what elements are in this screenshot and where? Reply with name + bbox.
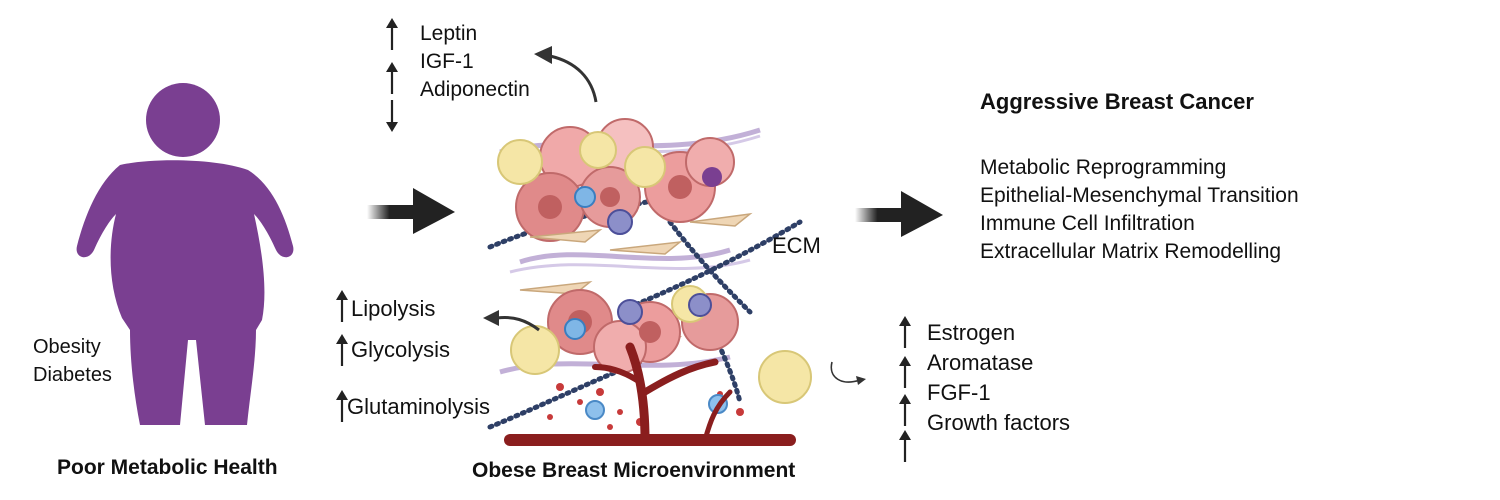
- curved-arrow-icon: [483, 310, 540, 332]
- ecm-label: ECM: [772, 233, 821, 258]
- condition-diabetes: Diabetes: [33, 364, 112, 386]
- up-arrow-icon: [336, 290, 348, 322]
- factor-fgf1: FGF-1: [927, 380, 991, 405]
- metabolic-glycolysis: Glycolysis: [351, 337, 451, 362]
- top-factors-list: Leptin IGF-1 Adiponectin: [420, 20, 530, 104]
- factor-aromatase: Aromatase: [927, 350, 1034, 375]
- tumor-cells: [515, 118, 735, 242]
- outcome-feature: Immune Cell Infiltration: [980, 212, 1195, 235]
- outcome-feature: Metabolic Reprogramming: [980, 156, 1227, 179]
- adipocytes: [497, 131, 666, 188]
- factor-growth-factors: Growth factors: [927, 410, 1071, 435]
- flow-arrow-icon: [855, 191, 943, 237]
- ecm-fibers: [487, 194, 803, 430]
- person-silhouette-icon: [76, 83, 294, 425]
- microenvironment-illustration: [487, 118, 812, 446]
- outcome-feature: Epithelial-Mesenchymal Transition: [980, 184, 1299, 207]
- metabolic-lipolysis: Lipolysis: [351, 296, 436, 321]
- up-arrow-icon: [336, 334, 348, 366]
- up-arrow-icon: [899, 394, 911, 426]
- up-arrow-icon: [386, 62, 398, 94]
- right-factors-list: Estrogen Aromatase FGF-1 Growth factors: [927, 318, 1070, 438]
- person-caption: Poor Metabolic Health: [57, 456, 278, 479]
- up-arrow-icon: [336, 390, 348, 422]
- up-arrow-icon: [899, 316, 911, 348]
- curved-arrow-icon: [534, 46, 598, 103]
- microenvironment-caption: Obese Breast Microenvironment: [472, 459, 796, 482]
- factor-adiponectin: Adiponectin: [420, 78, 530, 101]
- factor-igf1: IGF-1: [420, 50, 474, 73]
- up-arrow-icon: [899, 356, 911, 388]
- up-arrow-icon: [899, 430, 911, 462]
- outcome-feature: Extracellular Matrix Remodelling: [980, 240, 1282, 263]
- flow-arrow-icon: [367, 188, 455, 234]
- down-arrow-icon: [386, 100, 398, 132]
- factor-estrogen: Estrogen: [927, 320, 1016, 345]
- outcome-features-list: Metabolic Reprogramming Epithelial-Mesen…: [980, 154, 1299, 266]
- blood-vessel: [504, 342, 796, 446]
- up-arrow-icon: [386, 18, 398, 50]
- curved-arrow-icon: [830, 361, 866, 385]
- metabolic-glutaminolysis: Glutaminolysis: [347, 394, 491, 419]
- condition-obesity: Obesity: [33, 336, 101, 358]
- factor-leptin: Leptin: [420, 22, 478, 45]
- outcome-title: Aggressive Breast Cancer: [980, 89, 1254, 114]
